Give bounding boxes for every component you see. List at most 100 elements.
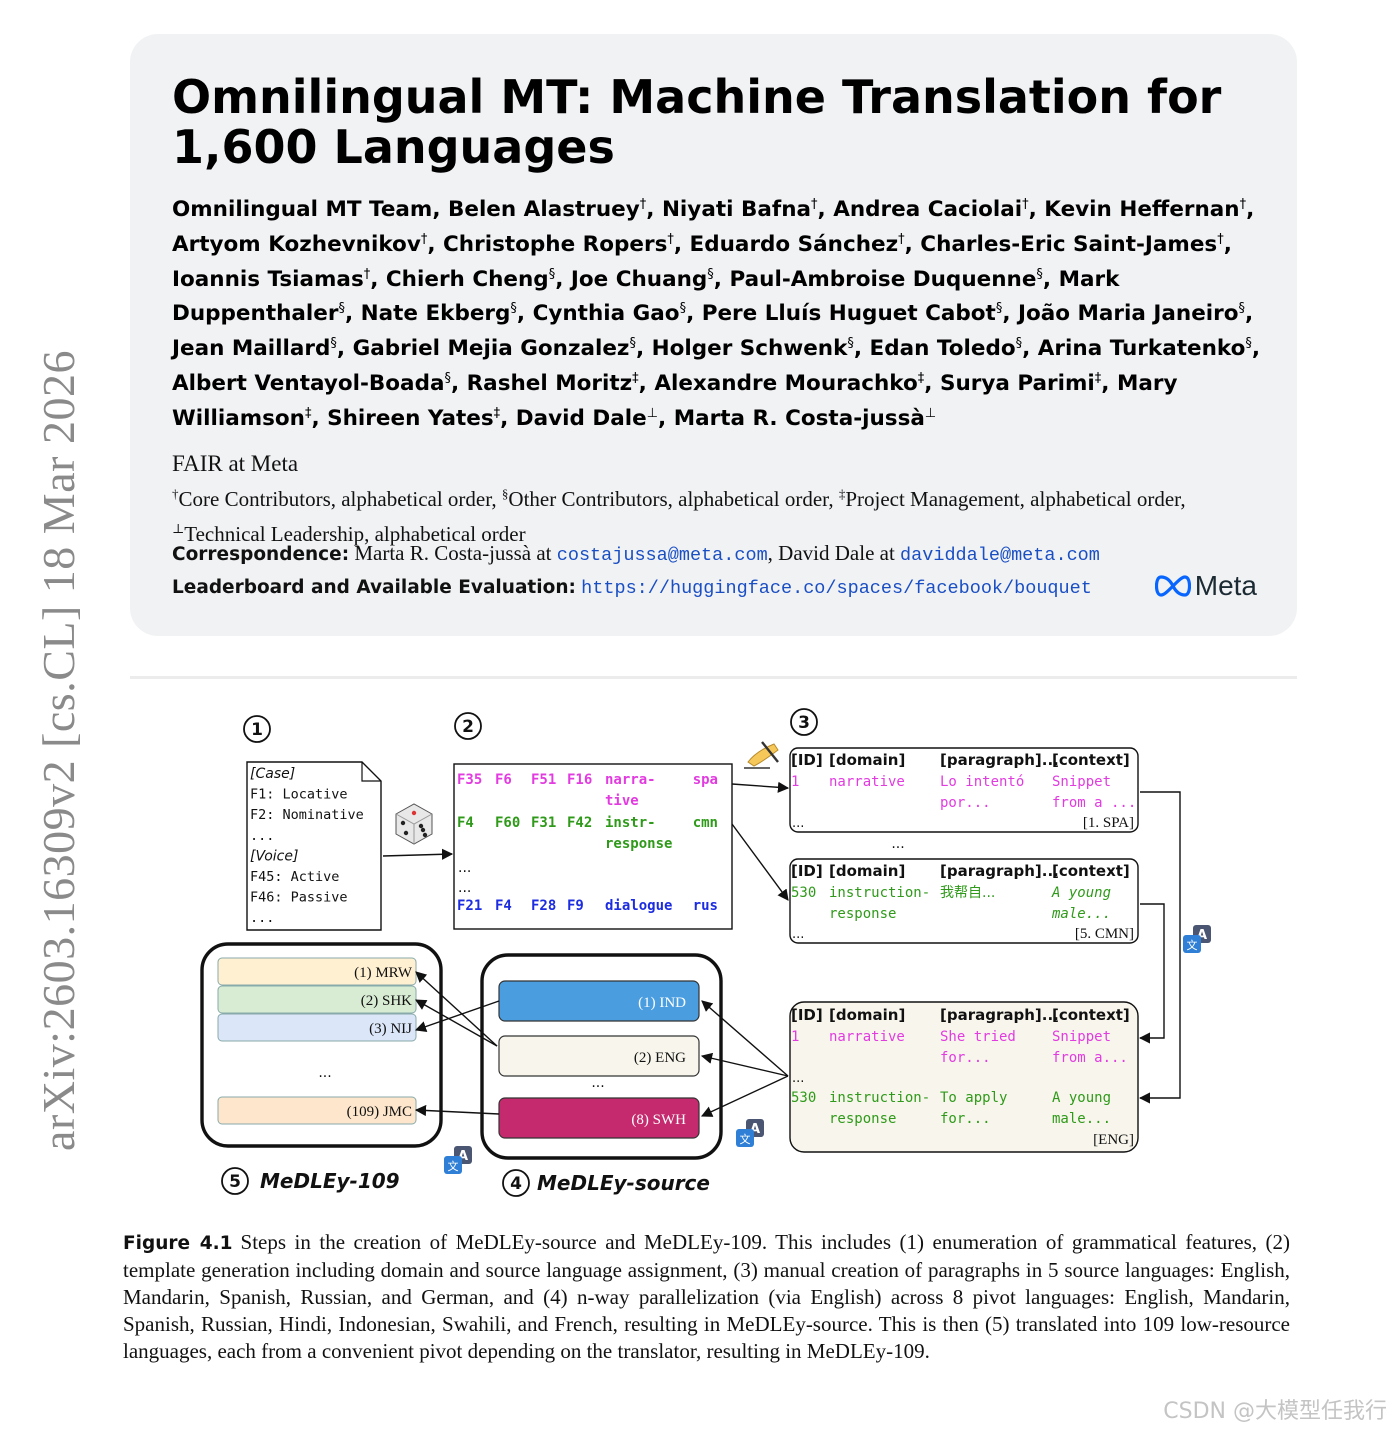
- author-name: Surya Parimi: [939, 370, 1095, 396]
- table-domain: instruction-: [829, 885, 930, 901]
- arrow-eng-to-mrw: [415, 971, 498, 1047]
- features-document: [246, 761, 382, 931]
- table-domain: response: [829, 906, 896, 922]
- template-domain: response: [605, 836, 672, 852]
- author-name: Joe Chuang: [570, 266, 708, 292]
- affiliation: FAIR at Meta: [172, 451, 299, 477]
- feature-item: F2: Nominative: [250, 807, 364, 823]
- author-name: Artyom Kozhevnikov: [172, 231, 421, 257]
- author-mark: ‡: [917, 370, 925, 386]
- translate-icon-zh: 文: [1187, 938, 1198, 952]
- step-number: 3: [798, 713, 810, 733]
- contribution-text: Project Management, alphabetical order: [845, 487, 1181, 512]
- author-name: Cynthia Gao: [532, 301, 680, 327]
- author-name: Edan Toledo: [869, 336, 1016, 362]
- arxiv-id: arXiv:2603.16309v2 [cs.CL] 18 Mar 2026: [32, 349, 84, 1151]
- arrow-eng-to-eng: [700, 1052, 789, 1077]
- author-name: Alexandre Mourachko: [654, 370, 918, 396]
- author-mark: †: [1239, 197, 1247, 212]
- author-mark: §: [338, 301, 345, 317]
- author-mark: †: [420, 231, 428, 247]
- target-language-label: (2) SHK: [361, 993, 412, 1009]
- arrow-features-to-templates: [382, 848, 454, 860]
- table-ellipsis: ...: [792, 816, 804, 831]
- table-header: [ID]: [791, 1006, 823, 1024]
- author-name: Ioannis Tsiamas: [172, 266, 364, 292]
- email-link-2[interactable]: daviddale@meta.com: [900, 545, 1100, 566]
- template-feature: F35: [457, 772, 482, 788]
- template-domain: dialogue: [605, 898, 672, 914]
- correspondence-line: Correspondence: Marta R. Costa-jussà at …: [172, 541, 1100, 566]
- step-badge: [221, 1167, 249, 1195]
- author-name: Holger Schwenk: [651, 336, 848, 362]
- leaderboard-label: Leaderboard and Available Evaluation:: [172, 577, 576, 598]
- table-id: 530: [791, 1090, 816, 1106]
- dice-icon: [395, 803, 433, 845]
- table-id: 1: [791, 1029, 799, 1045]
- contribution-mark: †: [172, 486, 179, 502]
- author-mark: †: [1022, 197, 1029, 212]
- table-ellipsis: ...: [792, 927, 804, 942]
- infinity-icon: [1154, 575, 1191, 597]
- template-feature: F60: [495, 815, 520, 831]
- author-mark: ⊥: [646, 405, 659, 421]
- table-language-tag: [ENG]: [1093, 1132, 1134, 1148]
- contribution-mark: ‡: [838, 486, 846, 502]
- feature-item: F46: Passive: [250, 890, 348, 906]
- source-language-label: (1) IND: [638, 995, 686, 1011]
- template-feature: F9: [567, 898, 584, 914]
- author-name: Pere Lluís Huguet Cabot: [701, 301, 996, 327]
- arrow-ind-to-nij: [414, 1000, 500, 1032]
- template-language: rus: [693, 898, 718, 914]
- author-mark: ‡: [1094, 370, 1102, 386]
- table-header: [domain]: [829, 1006, 905, 1024]
- target-language-label: (1) MRW: [354, 965, 413, 981]
- author-mark: §: [995, 301, 1003, 317]
- table-domain: narrative: [829, 774, 905, 790]
- email-link-1[interactable]: costajussa@meta.com: [556, 545, 768, 566]
- table-context: A young: [1052, 1090, 1111, 1106]
- table-header: [ID]: [791, 862, 823, 880]
- table-header: [domain]: [829, 751, 905, 769]
- title-card: Omnilingual MT: Machine Translation for …: [130, 34, 1297, 636]
- template-feature: F16: [567, 772, 592, 788]
- table-paragraph: for...: [940, 1111, 991, 1127]
- source-language-label: (2) ENG: [634, 1050, 686, 1066]
- table-header: [context]: [1052, 1006, 1130, 1024]
- table-paragraph: She tried: [940, 1029, 1016, 1045]
- leaderboard-link[interactable]: https://huggingface.co/spaces/facebook/b…: [581, 578, 1092, 599]
- table-context: Snippet: [1052, 1029, 1111, 1045]
- feature-item: F1: Locative: [250, 787, 348, 803]
- template-domain: instr-: [605, 815, 656, 831]
- table-paragraph: Lo intentó: [940, 774, 1024, 790]
- dice-pip: [422, 832, 428, 838]
- table-language-tag: [5. CMN]: [1075, 926, 1134, 942]
- translate-icon-a: A: [1197, 928, 1207, 943]
- arxiv-stamp: arXiv:2603.16309v2 [cs.CL] 18 Mar 2026: [28, 320, 88, 1180]
- author-name: Shireen Yates: [327, 405, 494, 431]
- author-name: David Dale: [515, 405, 647, 431]
- author-mark: §: [679, 301, 687, 317]
- medley-source-label: MeDLEy-source: [537, 1171, 710, 1195]
- step-badge: [454, 712, 482, 740]
- feature-category: [Case]: [250, 766, 295, 782]
- arrow-cmn-to-eng: [1138, 903, 1165, 1044]
- table-header: [paragraph]...: [940, 862, 1059, 880]
- spanish-paragraph-table: [789, 747, 1139, 833]
- pen-shape: [761, 741, 779, 763]
- contribution-text: Core Contributors, alphabetical order: [178, 487, 492, 512]
- translate-icon: A文: [1183, 925, 1211, 953]
- author-name: Marta R. Costa-jussà: [673, 405, 925, 431]
- meta-logo: Meta: [1154, 570, 1257, 602]
- arrow-template-to-spa: [731, 781, 790, 793]
- author-name: Albert Ventayol-Boada: [172, 370, 445, 396]
- author-name: Paul-Ambroise Duquenne: [729, 266, 1037, 292]
- arrow-eng-to-ind: [701, 1000, 789, 1077]
- arrow-eng-to-shk: [415, 999, 498, 1047]
- dice-edges: [395, 813, 433, 844]
- meta-wordmark: Meta: [1194, 570, 1257, 601]
- author-mark: §: [444, 370, 451, 386]
- step-number: 1: [251, 720, 263, 740]
- author-mark: †: [363, 266, 371, 282]
- caption-text: Steps in the creation of MeDLEy-source a…: [123, 1230, 1291, 1363]
